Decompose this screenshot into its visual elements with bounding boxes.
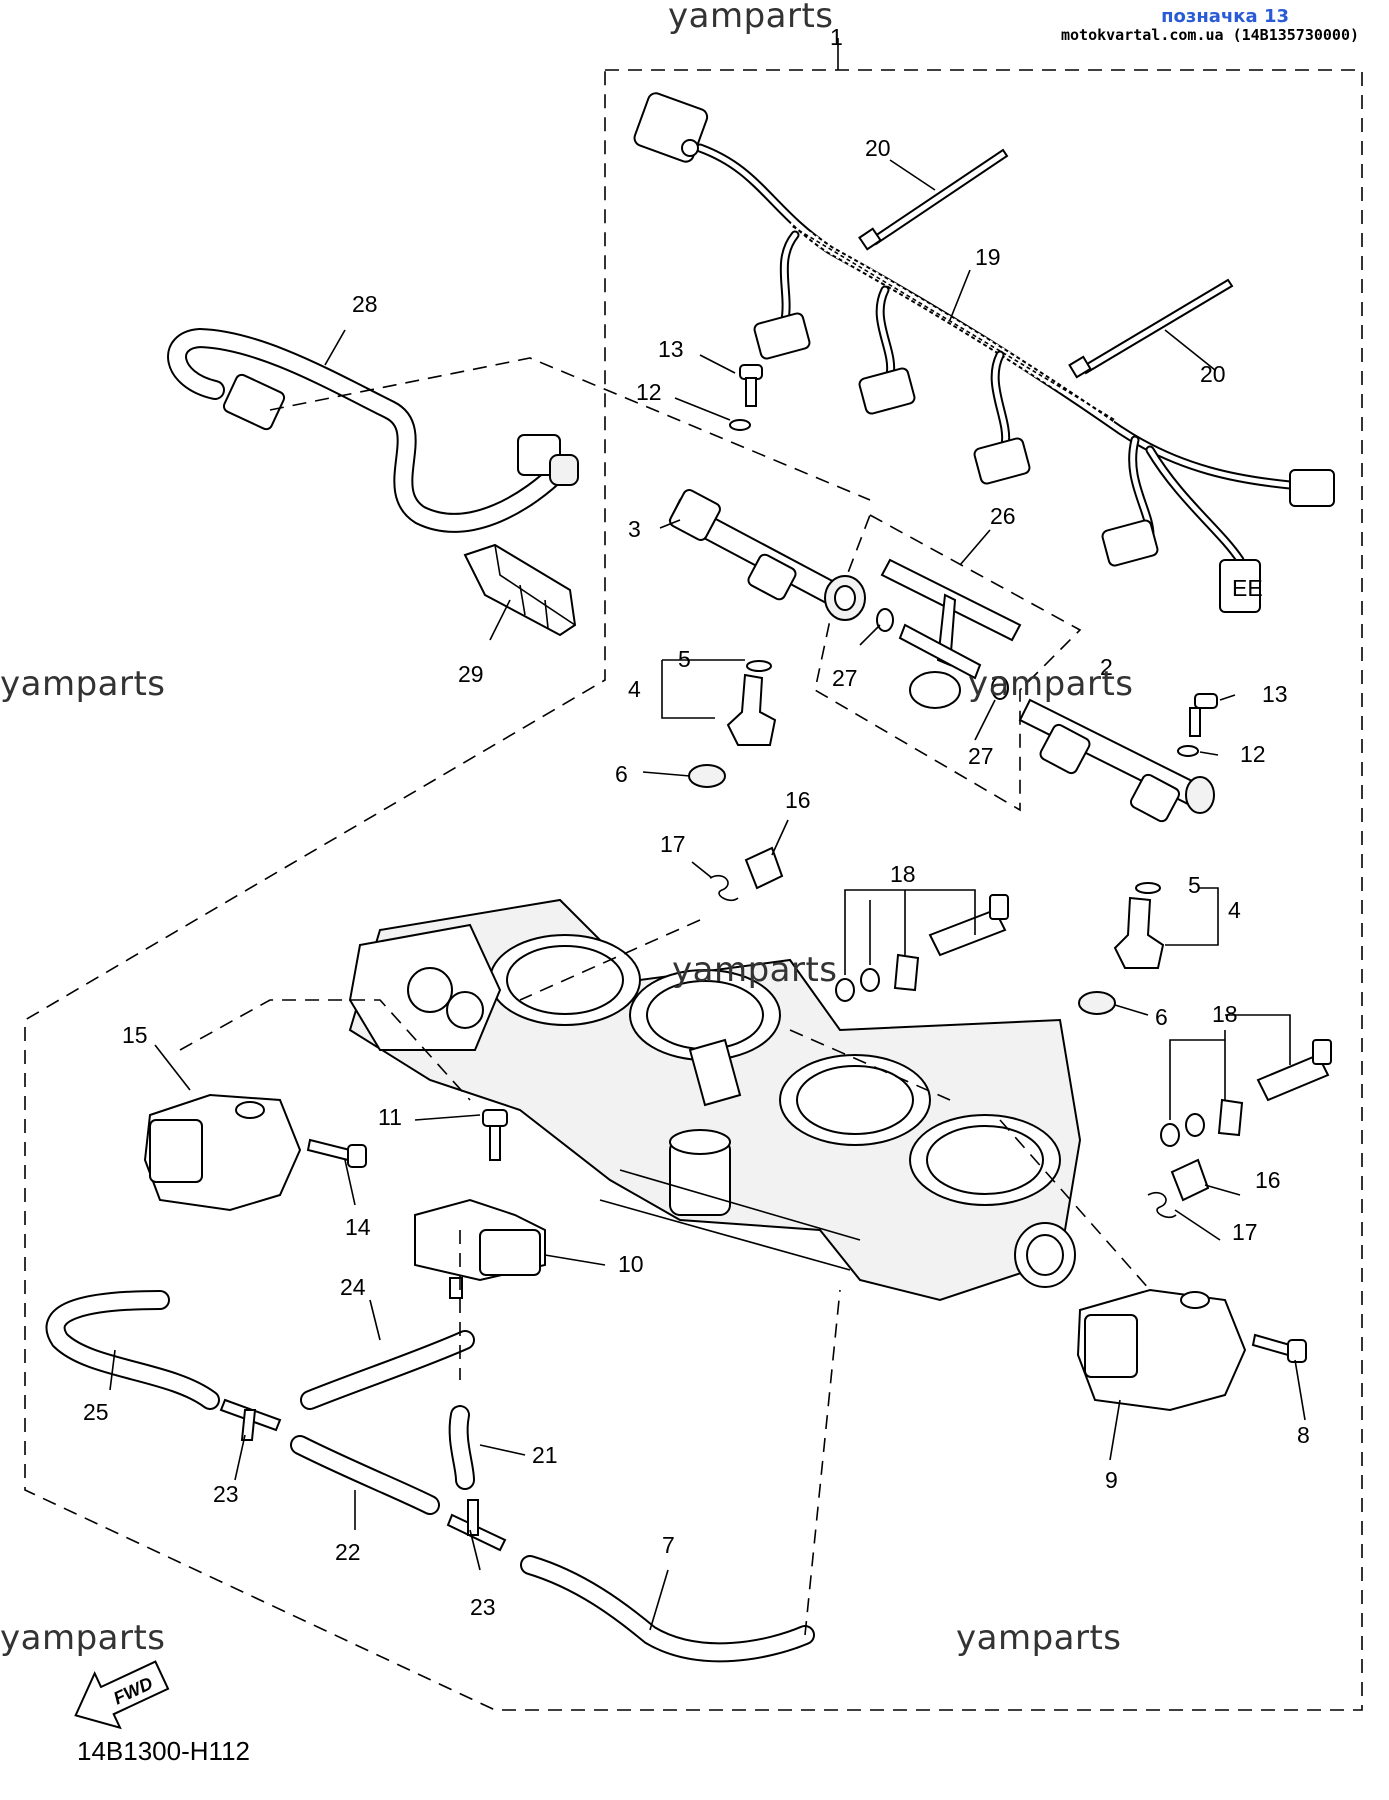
fwd-arrow: FWD <box>74 1660 170 1730</box>
callout-12: 12 <box>636 379 662 405</box>
bolt-11 <box>482 1109 508 1161</box>
callout-17: 17 <box>660 831 686 857</box>
hose-22 <box>290 1435 440 1515</box>
screw-18b <box>1160 1039 1332 1147</box>
fuel-hose-28 <box>167 327 579 533</box>
header-subtitle: motokvartal.com.ua (14B135730000) <box>1060 26 1359 44</box>
callout-14: 14 <box>345 1214 371 1240</box>
header-title: позначка 13 <box>1161 6 1289 27</box>
callout-27: 27 <box>832 665 858 691</box>
callout-6: 6 <box>1155 1004 1168 1030</box>
callout-4: 4 <box>628 676 641 702</box>
callout-20: 20 <box>865 135 891 161</box>
callout-23: 23 <box>213 1481 239 1507</box>
callout-2: 2 <box>1100 654 1113 680</box>
clip-17b <box>1147 1191 1177 1219</box>
washer-12b <box>1177 745 1199 757</box>
callout-4: 4 <box>1228 897 1241 923</box>
callout-11: 11 <box>378 1104 402 1130</box>
hose-25 <box>45 1290 220 1410</box>
bolt-13a <box>739 364 763 407</box>
callout-1: 1 <box>830 24 843 50</box>
cap-16a <box>744 846 784 890</box>
watermark: yamparts <box>968 664 1134 704</box>
throttle-position-sensor-15 <box>143 1093 302 1212</box>
t-joint-23b <box>446 1499 507 1552</box>
callout-18: 18 <box>890 861 916 887</box>
callout-20: 20 <box>1200 361 1226 387</box>
diagram-code: 14B1300-H112 <box>77 1736 250 1766</box>
callout-15: 15 <box>122 1022 148 1048</box>
fuel-injector-4b <box>1078 882 1165 1015</box>
fuel-injector-4a <box>688 660 777 788</box>
callout-16: 16 <box>1255 1167 1281 1193</box>
watermark: yamparts <box>672 950 838 990</box>
fuel-rail-3 <box>668 489 866 621</box>
hose-24 <box>300 1330 475 1410</box>
svg-text:EE: EE <box>1232 575 1263 601</box>
intake-pressure-sensor-10 <box>414 1198 546 1299</box>
callout-13: 13 <box>658 336 684 362</box>
callout-21: 21 <box>532 1442 558 1468</box>
callout-26: 26 <box>990 503 1016 529</box>
callout-22: 22 <box>335 1539 361 1565</box>
callout-12: 12 <box>1240 741 1266 767</box>
callout-23: 23 <box>470 1594 496 1620</box>
clip-17a <box>709 874 739 902</box>
wire-harness-19: EE <box>633 92 1335 613</box>
callout-19: 19 <box>975 244 1001 270</box>
callout-17: 17 <box>1232 1219 1258 1245</box>
callout-8: 8 <box>1297 1422 1310 1448</box>
cap-16b <box>1170 1158 1210 1202</box>
throttle-body-assembly <box>348 898 1082 1302</box>
callout-16: 16 <box>785 787 811 813</box>
callout-5: 5 <box>678 646 691 672</box>
hose-7 <box>520 1555 815 1663</box>
callout-7: 7 <box>662 1532 675 1558</box>
callout-9: 9 <box>1105 1467 1118 1493</box>
callout-29: 29 <box>458 661 484 687</box>
cable-tie-20a <box>858 148 1009 251</box>
callout-3: 3 <box>628 516 641 542</box>
assembly-1-outline <box>24 69 1363 1711</box>
t-joint-23a <box>219 1398 282 1441</box>
callout-27: 27 <box>968 743 994 769</box>
bolt-8 <box>1251 1333 1307 1363</box>
bolt-14 <box>306 1138 367 1168</box>
leader-lines <box>109 38 1306 1636</box>
callout-5: 5 <box>1188 872 1201 898</box>
callout-28: 28 <box>352 291 378 317</box>
washer-12a <box>729 419 751 431</box>
callout-25: 25 <box>83 1399 109 1425</box>
watermark: yamparts <box>0 664 166 704</box>
watermark: yamparts <box>668 0 834 36</box>
callout-24: 24 <box>340 1274 366 1300</box>
hose-clip-29 <box>463 543 577 637</box>
o-ring-27b <box>991 676 1009 700</box>
fuel-t-joint-26 <box>880 558 1022 709</box>
bolt-13b <box>1189 693 1218 737</box>
hose-21 <box>448 1405 475 1490</box>
subassembly-26-outline <box>814 513 1082 812</box>
screw-18a <box>835 894 1009 1002</box>
callout-13: 13 <box>1262 681 1288 707</box>
callout-10: 10 <box>618 1251 644 1277</box>
callout-18: 18 <box>1212 1001 1238 1027</box>
cable-tie-20b <box>1068 278 1234 379</box>
callout-6: 6 <box>615 761 628 787</box>
watermark: yamparts <box>956 1618 1122 1658</box>
fuel-rail-2 <box>1018 698 1215 823</box>
callout-numbers: 1 20 19 20 28 13 12 3 26 29 5 4 27 27 2 … <box>83 24 1310 1620</box>
o-ring-27a <box>876 608 894 632</box>
watermark: yamparts <box>0 1618 166 1658</box>
throttle-position-sensor-9 <box>1076 1288 1247 1412</box>
